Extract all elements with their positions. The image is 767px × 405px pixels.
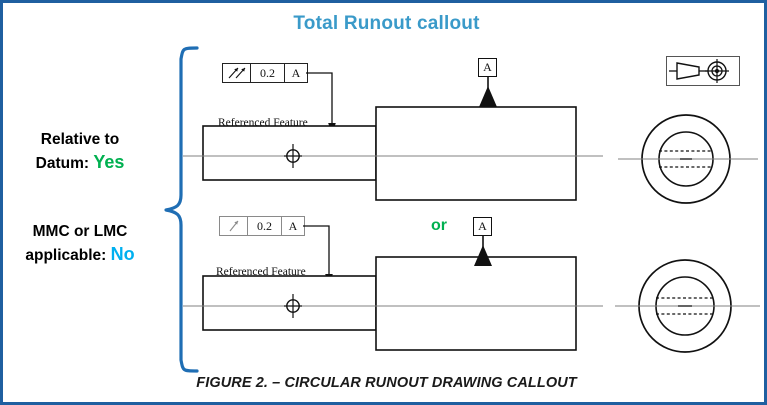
feature-control-frame-circular-runout[interactable]: 0.2 A: [219, 216, 305, 236]
relative-to-datum-line1: Relative to: [40, 131, 120, 148]
lower-part-drawing: [183, 256, 603, 351]
relative-to-datum-label: Relative to Datum: Yes: [3, 129, 160, 175]
upper-end-view: [618, 114, 758, 204]
mmc-lmc-key: applicable:: [25, 247, 107, 264]
mmc-lmc-line2: applicable: No: [3, 243, 160, 267]
tolerance-value-lower: 0.2: [248, 217, 282, 235]
relative-to-datum-key: Datum:: [35, 155, 90, 172]
relative-to-datum-line2: Datum: Yes: [3, 151, 160, 175]
runout-inspection-icon: [666, 56, 740, 86]
mmc-lmc-value: No: [110, 244, 135, 264]
or-connector-label: or: [431, 217, 447, 234]
datum-triangle-upper-icon: [479, 77, 497, 107]
datum-feature-symbol-lower[interactable]: A: [473, 217, 492, 236]
circular-runout-symbol-icon: [220, 217, 248, 235]
page-title: Total Runout callout: [293, 13, 480, 34]
upper-part-drawing: [183, 106, 603, 201]
curly-brace-icon: [164, 46, 199, 373]
figure-caption: FIGURE 2. – CIRCULAR RUNOUT DRAWING CALL…: [196, 375, 577, 391]
referenced-feature-label-lower: Referenced Feature: [216, 266, 306, 278]
datum-triangle-lower-icon: [474, 236, 492, 266]
relative-to-datum-value: Yes: [93, 152, 125, 172]
mmc-lmc-line1: MMC or LMC: [32, 223, 128, 240]
tolerance-value-upper: 0.2: [251, 64, 285, 82]
mmc-lmc-label: MMC or LMC applicable: No: [3, 221, 160, 267]
datum-feature-letter-upper: A: [483, 60, 492, 74]
datum-reference-lower: A: [288, 218, 298, 233]
datum-reference-upper: A: [291, 65, 301, 80]
feature-control-frame-total-runout[interactable]: 0.2 A: [222, 63, 308, 83]
total-runout-symbol-icon: [223, 64, 251, 82]
datum-feature-letter-lower: A: [478, 219, 487, 233]
lower-end-view: [615, 259, 760, 353]
datum-feature-symbol-upper[interactable]: A: [478, 58, 497, 77]
